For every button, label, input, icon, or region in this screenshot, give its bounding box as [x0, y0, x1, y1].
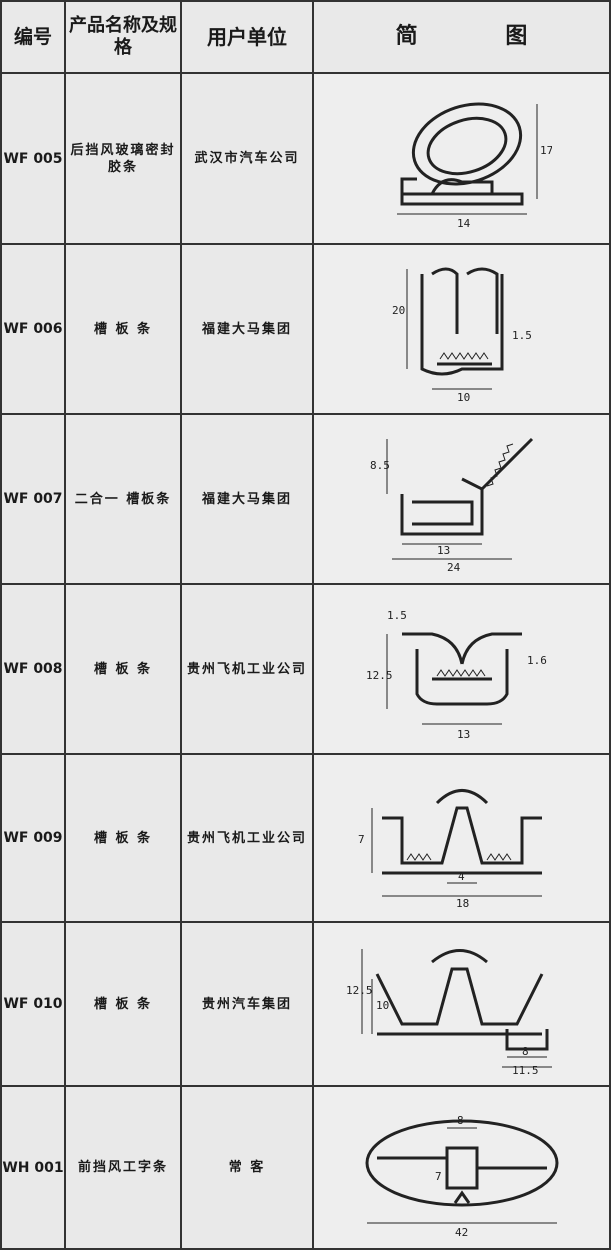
profile-diagram: 8.5 13 24 — [312, 413, 611, 585]
product-code: WF 007 — [0, 413, 66, 585]
profile-diagram: 17 14 — [312, 72, 611, 245]
channel-profile-drawing: 20 1.5 10 — [392, 267, 532, 404]
product-code: WH 001 — [0, 1085, 66, 1250]
dim-label: 1.6 — [527, 654, 547, 667]
table-row: WF 010 槽 板 条 贵州汽车集团 12.5 10 8 11.5 — [0, 921, 611, 1087]
product-user: 贵州飞机工业公司 — [180, 753, 314, 923]
product-user: 常 客 — [180, 1085, 314, 1250]
table-row: WF 005 后挡风玻璃密封胶条 武汉市汽车公司 17 14 — [0, 72, 611, 245]
dim-label: 1.5 — [387, 609, 407, 622]
product-name: 槽 板 条 — [64, 243, 182, 415]
dim-label: 12.5 — [346, 984, 373, 997]
product-user: 福建大马集团 — [180, 413, 314, 585]
profile-diagram: 20 1.5 10 — [312, 243, 611, 415]
product-code: WF 008 — [0, 583, 66, 755]
profile-diagram: 7 4 18 — [312, 753, 611, 923]
product-code: WF 009 — [0, 753, 66, 923]
dim-label: 7 — [358, 833, 365, 846]
dim-label: 13 — [437, 544, 450, 557]
dim-label: 13 — [457, 728, 470, 741]
slot-profile-drawing: 1.5 12.5 1.6 13 — [366, 609, 547, 741]
product-name: 二合一 槽板条 — [64, 413, 182, 585]
header-user: 用户单位 — [180, 0, 314, 74]
dim-label: 8 — [457, 1114, 464, 1127]
product-name: 槽 板 条 — [64, 921, 182, 1087]
dim-label: 11.5 — [512, 1064, 539, 1074]
table-row: WF 006 槽 板 条 福建大马集团 20 1.5 10 — [0, 243, 611, 415]
seal-profile-drawing: 17 14 — [396, 102, 552, 230]
dim-label: 7 — [435, 1170, 442, 1183]
table-row: WF 008 槽 板 条 贵州飞机工业公司 1.5 12.5 1.6 13 — [0, 583, 611, 755]
header-code: 编号 — [0, 0, 66, 74]
dim-label: 12.5 — [366, 669, 393, 682]
dim-label: 10 — [376, 999, 389, 1012]
product-user: 福建大马集团 — [180, 243, 314, 415]
product-code: WF 006 — [0, 243, 66, 415]
dim-label: 14 — [457, 217, 471, 230]
table-row: WF 007 二合一 槽板条 福建大马集团 8.5 13 24 — [0, 413, 611, 585]
double-slot-profile-drawing: 7 4 18 — [358, 789, 542, 908]
table-row: WF 009 槽 板 条 贵州飞机工业公司 7 4 18 — [0, 753, 611, 923]
profile-diagram: 8 7 42 — [312, 1085, 611, 1250]
header-row: 编号 产品名称及规格 用户单位 简 图 — [0, 0, 611, 74]
product-name: 前挡风工字条 — [64, 1085, 182, 1250]
dim-label: 4 — [458, 870, 465, 883]
dim-label: 24 — [447, 561, 461, 574]
multi-lip-profile-drawing: 12.5 10 8 11.5 — [346, 949, 552, 1074]
product-name: 后挡风玻璃密封胶条 — [64, 72, 182, 245]
product-code: WF 010 — [0, 921, 66, 1087]
product-user: 贵州飞机工业公司 — [180, 583, 314, 755]
product-user: 贵州汽车集团 — [180, 921, 314, 1087]
dim-label: 8.5 — [370, 459, 390, 472]
table-row: WH 001 前挡风工字条 常 客 8 7 42 — [0, 1085, 611, 1250]
dim-label: 1.5 — [512, 329, 532, 342]
profile-diagram: 1.5 12.5 1.6 13 — [312, 583, 611, 755]
two-in-one-profile-drawing: 8.5 13 24 — [370, 437, 533, 574]
dim-label: 18 — [456, 897, 469, 908]
product-user: 武汉市汽车公司 — [180, 72, 314, 245]
dim-label: 17 — [540, 144, 552, 157]
header-name: 产品名称及规格 — [64, 0, 182, 74]
dim-label: 8 — [522, 1045, 529, 1058]
header-diagram: 简 图 — [312, 0, 611, 74]
product-code: WF 005 — [0, 72, 66, 245]
product-name: 槽 板 条 — [64, 583, 182, 755]
profile-diagram: 12.5 10 8 11.5 — [312, 921, 611, 1087]
dim-label: 42 — [455, 1226, 468, 1238]
dim-label: 10 — [457, 391, 470, 404]
dim-label: 20 — [392, 304, 405, 317]
h-section-profile-drawing: 8 7 42 — [365, 1114, 558, 1238]
product-name: 槽 板 条 — [64, 753, 182, 923]
